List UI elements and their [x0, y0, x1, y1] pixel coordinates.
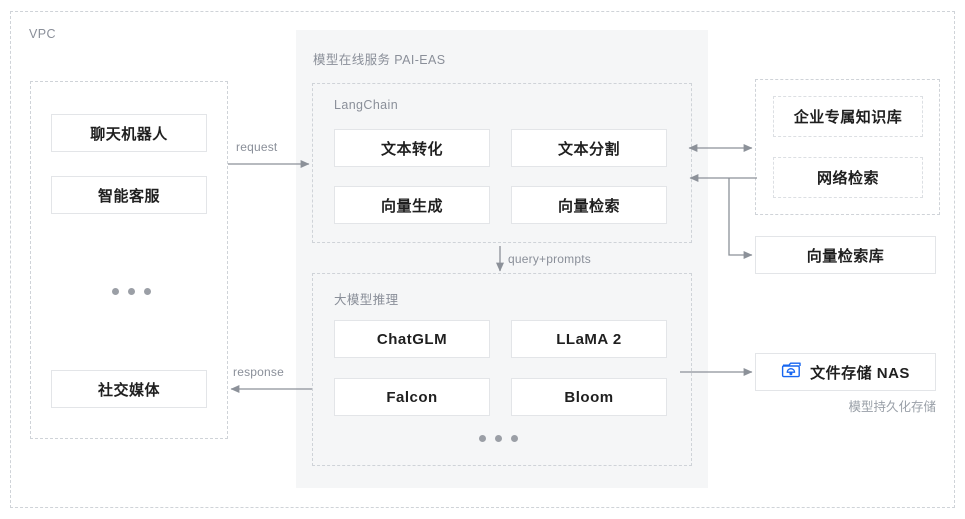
region-llm-inference: [312, 273, 692, 466]
ellipsis-dot: [112, 288, 119, 295]
llm-box-bloom-label: Bloom: [564, 388, 614, 406]
storage-nas-caption: 模型持久化存储: [848, 400, 936, 414]
llm-box-falcon[interactable]: Falcon: [334, 378, 490, 416]
llm-box-chatglm-label: ChatGLM: [376, 330, 448, 348]
langchain-box-vector-retrieval[interactable]: 向量检索: [511, 186, 667, 224]
region-langchain: [312, 83, 692, 243]
region-llm-inference-label: 大模型推理: [334, 293, 399, 307]
client-box-smart-service-label: 智能客服: [97, 187, 160, 205]
region-vpc-label: VPC: [29, 27, 56, 41]
ellipsis-dot: [511, 435, 518, 442]
clients-ellipsis: [112, 288, 151, 295]
knowledge-box-web-search-label: 网络检索: [816, 170, 879, 187]
region-langchain-label: LangChain: [334, 98, 399, 112]
client-box-chatbot-label: 聊天机器人: [90, 125, 168, 143]
langchain-box-text-conversion[interactable]: 文本转化: [334, 129, 490, 167]
region-vpc: [10, 11, 955, 508]
knowledge-box-enterprise-kb[interactable]: 企业专属知识库: [773, 96, 923, 137]
edge-label-request: request: [236, 140, 278, 154]
storage-nas-box[interactable]: 文件存储 NAS: [755, 353, 936, 391]
region-clients: [30, 81, 228, 439]
llm-box-llama2[interactable]: LLaMA 2: [511, 320, 667, 358]
ellipsis-dot: [128, 288, 135, 295]
ellipsis-dot: [495, 435, 502, 442]
langchain-box-text-conversion-label: 文本转化: [380, 140, 443, 158]
storage-nas-label: 文件存储 NAS: [810, 364, 910, 382]
ellipsis-dot: [144, 288, 151, 295]
region-pai-eas-label: 模型在线服务 PAI-EAS: [313, 53, 446, 67]
region-knowledge-sources: [755, 79, 940, 215]
knowledge-box-web-search[interactable]: 网络检索: [773, 157, 923, 198]
nas-folder-icon: [781, 361, 802, 383]
langchain-box-vector-generation[interactable]: 向量生成: [334, 186, 490, 224]
client-box-social-media-label: 社交媒体: [97, 381, 160, 399]
vector-db-box-label: 向量检索库: [806, 247, 885, 265]
langchain-box-text-split-label: 文本分割: [557, 140, 620, 158]
llm-box-falcon-label: Falcon: [386, 388, 438, 406]
langchain-box-vector-generation-label: 向量生成: [380, 197, 443, 215]
llm-box-bloom[interactable]: Bloom: [511, 378, 667, 416]
llm-box-chatglm[interactable]: ChatGLM: [334, 320, 490, 358]
vector-db-box[interactable]: 向量检索库: [755, 236, 936, 274]
langchain-box-vector-retrieval-label: 向量检索: [557, 197, 620, 215]
client-box-chatbot[interactable]: 聊天机器人: [51, 114, 207, 152]
edge-label-query-prompts: query+prompts: [508, 252, 591, 266]
llm-box-llama2-label: LLaMA 2: [556, 330, 622, 348]
client-box-social-media[interactable]: 社交媒体: [51, 370, 207, 408]
llm-ellipsis: [479, 435, 518, 442]
langchain-box-text-split[interactable]: 文本分割: [511, 129, 667, 167]
edge-label-response: response: [233, 365, 284, 379]
ellipsis-dot: [479, 435, 486, 442]
storage-nas-content: 文件存储 NAS: [781, 361, 910, 383]
knowledge-box-enterprise-kb-label: 企业专属知识库: [793, 109, 903, 126]
client-box-smart-service[interactable]: 智能客服: [51, 176, 207, 214]
